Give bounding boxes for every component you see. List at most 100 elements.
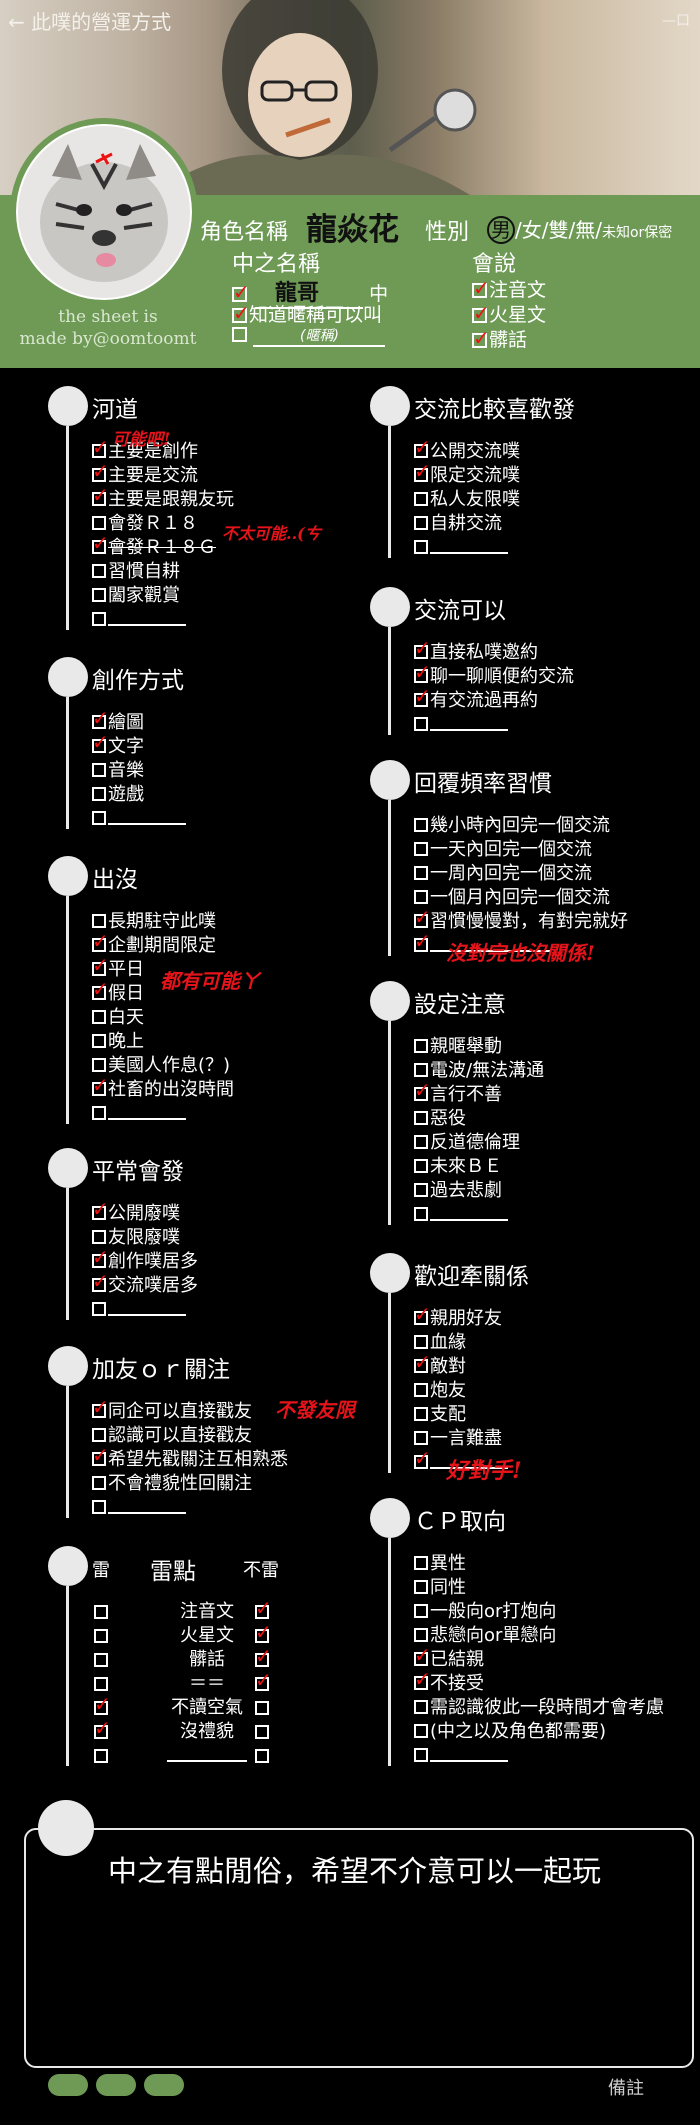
checkbox[interactable] [414,459,431,483]
checklist-item[interactable]: 交流噗居多 [92,1269,198,1298]
checklist-item[interactable]: 企劃期間限定 [92,929,234,958]
checklist-item[interactable]: 親朋好友 [414,1302,508,1331]
checklist-item[interactable]: 不會禮貌性回關注 [92,1472,288,1496]
checklist-item[interactable]: 直接私噗邀約 [414,636,574,665]
checkbox[interactable] [414,1667,431,1691]
checklist-item[interactable]: 私人友限噗 [414,488,520,512]
checklist-item[interactable] [92,807,186,831]
checkbox[interactable] [92,977,109,1001]
checkbox[interactable] [414,1643,431,1667]
checkbox[interactable] [92,1245,109,1269]
checklist-item[interactable]: 過去悲劇 [414,1179,544,1203]
checklist-item[interactable] [92,608,234,632]
checklist-item[interactable]: 電波/無法溝通 [414,1059,544,1083]
checkbox[interactable] [92,459,109,483]
checkbox[interactable] [414,717,428,731]
checkbox[interactable] [414,516,428,530]
checklist-item[interactable] [414,1203,544,1227]
checklist-item[interactable]: 主要是創作 [92,435,234,464]
checkbox[interactable] [92,1395,109,1419]
gender-rest[interactable]: /女/雙/無/ [515,218,602,242]
checkbox[interactable] [92,1500,106,1514]
checklist-item[interactable]: 假日 [92,977,234,1006]
thunder-ok-checkbox[interactable] [255,1644,272,1668]
pager-pill[interactable] [144,2074,184,2096]
checkbox[interactable] [414,636,431,660]
checklist-item[interactable]: 已結親 [414,1643,664,1672]
checkbox[interactable] [92,1010,106,1024]
checkbox[interactable] [92,1269,109,1293]
checklist-item[interactable]: 異性 [414,1552,664,1576]
checklist-item[interactable]: 有交流過再約 [414,684,574,713]
checkbox[interactable] [92,483,109,507]
thunder-ok-checkbox[interactable] [255,1701,269,1715]
checklist-item[interactable]: 主要是交流 [92,459,234,488]
pl-nick-checkbox[interactable] [232,301,250,325]
checkbox[interactable] [414,492,428,506]
checklist-item[interactable]: 長期駐守此噗 [92,910,234,934]
checkbox[interactable] [414,1350,431,1374]
checklist-item[interactable]: 血緣 [414,1331,508,1355]
window-controls[interactable]: —口 [662,13,690,29]
thunder-mine-checkbox[interactable] [94,1677,108,1691]
checklist-item[interactable]: (中之以及角色都需要) [414,1720,664,1744]
checklist-item[interactable] [92,1298,198,1322]
checklist-item[interactable]: 同性 [414,1576,664,1600]
speak-option[interactable]: 注音文 [472,275,546,302]
checkbox[interactable] [414,818,428,832]
speak-option[interactable]: 火星文 [472,300,546,327]
checkbox[interactable] [92,811,106,825]
checkbox[interactable] [92,1106,106,1120]
checklist-item[interactable]: 音樂 [92,759,186,783]
checklist-item[interactable] [92,1102,234,1126]
checkbox[interactable] [414,1446,431,1470]
checklist-item[interactable]: 平日 [92,953,234,982]
checklist-item[interactable] [414,536,520,560]
checkbox[interactable] [92,730,109,754]
checklist-item[interactable]: 一個月內回完一個交流 [414,886,628,910]
checklist-item[interactable] [92,1496,288,1520]
thunder-mine-checkbox[interactable] [94,1749,108,1763]
checkbox[interactable] [92,1073,109,1097]
checklist-item[interactable]: 未來ＢＥ [414,1155,544,1179]
checkbox[interactable] [414,1383,428,1397]
blank-line[interactable] [430,1455,508,1469]
checkbox[interactable] [92,1476,106,1490]
checkbox[interactable] [414,540,428,554]
checkbox[interactable] [414,866,428,880]
checkbox[interactable] [414,1063,428,1077]
blank-line[interactable] [430,1748,508,1762]
checklist-item[interactable]: 自耕交流 [414,512,520,536]
pl-nick-blank-checkbox[interactable] [232,327,247,342]
checkbox[interactable] [414,1724,428,1738]
blank-line[interactable] [108,1302,186,1316]
thunder-mine-checkbox[interactable] [94,1605,108,1619]
checkbox[interactable] [414,1556,428,1570]
checklist-item[interactable]: 需認識彼此一段時間才會考慮 [414,1696,664,1720]
checklist-item[interactable]: 悲戀向or單戀向 [414,1624,664,1648]
gender-selected[interactable]: 男 [487,216,515,244]
checkbox[interactable] [92,1428,106,1442]
thunder-mine-checkbox[interactable] [94,1653,108,1667]
checkbox[interactable] [414,1183,428,1197]
checklist-item[interactable]: 美國人作息(？) [92,1054,234,1078]
blank-line[interactable] [108,811,186,825]
thunder-ok-checkbox[interactable] [255,1749,269,1763]
checklist-item[interactable]: 會發Ｒ１８ [92,512,234,536]
blank-line[interactable] [430,938,550,952]
checkbox[interactable] [414,1335,428,1349]
checklist-item[interactable]: 幾小時內回完一個交流 [414,814,628,838]
checkbox[interactable] [414,842,428,856]
checklist-item[interactable]: 敵對 [414,1350,508,1379]
gender-options[interactable]: 男/女/雙/無/未知or保密 [487,214,672,244]
thunder-ok-checkbox[interactable] [255,1668,272,1692]
speak-checkbox[interactable] [472,326,490,350]
checkbox[interactable] [414,1207,428,1221]
checklist-item[interactable]: 一天內回完一個交流 [414,838,628,862]
checklist-item[interactable]: 希望先戳關注互相熟悉 [92,1443,288,1472]
checkbox[interactable] [92,1034,106,1048]
pl-nick-row[interactable]: 知道暱稱可以叫 [232,300,382,327]
speak-checkbox[interactable] [472,276,490,300]
checkbox[interactable] [92,706,109,730]
remarks-box[interactable] [24,1828,694,2068]
